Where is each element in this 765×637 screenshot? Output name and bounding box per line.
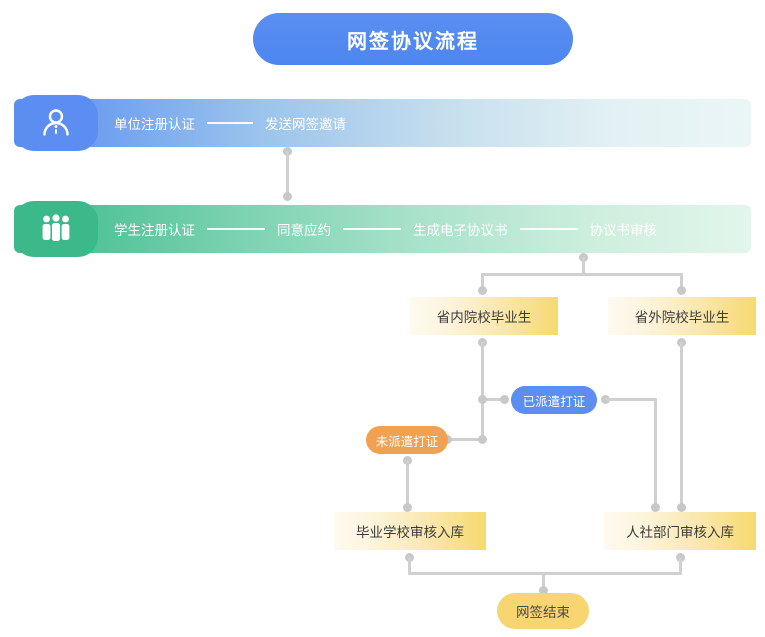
connector-merge-stem: [542, 572, 545, 589]
track-row-unit: 单位注册认证 发送网签邀请: [14, 95, 751, 151]
node-end[interactable]: 网签结束: [497, 593, 589, 629]
step-dash-icon: [343, 228, 401, 230]
connector-unit-to-student: [286, 151, 289, 195]
step-generate-agreement: 生成电子协议书: [413, 223, 508, 238]
node-in-province[interactable]: 省内院校毕业生: [410, 297, 558, 335]
connector-dot: [677, 503, 686, 512]
connector-branch-bar: [481, 273, 683, 276]
connector-merge-bar: [408, 572, 682, 575]
track-steps-student: 学生注册认证 同意应约 生成电子协议书 协议书审核: [114, 205, 657, 253]
connector-in-province-stem: [481, 342, 484, 443]
connector-dot: [500, 395, 509, 404]
step-agree: 同意应约: [277, 223, 331, 238]
connector-branch-stem: [582, 257, 585, 275]
node-not-dispatched[interactable]: 未派遣打证: [366, 426, 448, 454]
connector-not-dispatched-to-school: [406, 460, 409, 506]
connector-branch-right: [680, 273, 683, 289]
connector-dot: [478, 286, 487, 295]
connector-dot: [283, 192, 292, 201]
connector-out-province-to-hr: [680, 342, 683, 506]
connector-merge-left: [408, 557, 411, 573]
connector-dot: [478, 435, 487, 444]
single-person-icon: [14, 95, 98, 151]
step-dash-icon: [207, 122, 253, 124]
connector-dot: [677, 286, 686, 295]
node-school-review[interactable]: 毕业学校审核入库: [334, 512, 486, 550]
group-people-icon: [14, 201, 98, 257]
step-send-invite: 发送网签邀请: [265, 117, 346, 132]
connector-to-not-dispatched: [446, 438, 484, 441]
step-dash-icon: [519, 228, 578, 230]
page-title: 网签协议流程: [253, 13, 573, 65]
node-hr-review[interactable]: 人社部门审核入库: [604, 512, 756, 550]
node-dispatched[interactable]: 已派遣打证: [511, 386, 597, 414]
connector-dot: [478, 395, 487, 404]
connector-dot: [539, 586, 548, 595]
node-out-province[interactable]: 省外院校毕业生: [608, 297, 756, 335]
connector-to-dispatched: [481, 398, 507, 401]
track-row-student: 学生注册认证 同意应约 生成电子协议书 协议书审核: [14, 201, 751, 257]
step-dash-icon: [207, 228, 265, 230]
connector-dot: [651, 503, 660, 512]
connector-dispatched-to-hr: [654, 398, 657, 506]
connector-branch-left: [481, 273, 484, 289]
connector-dot: [403, 503, 412, 512]
step-student-register: 学生注册认证: [114, 223, 195, 238]
connector-merge-right: [679, 557, 682, 573]
step-unit-register: 单位注册认证: [114, 117, 195, 132]
step-agreement-review: 协议书审核: [589, 223, 658, 238]
track-bar-unit: [14, 99, 751, 147]
connector-dispatched-right: [605, 398, 657, 401]
track-steps-unit: 单位注册认证 发送网签邀请: [114, 99, 346, 147]
